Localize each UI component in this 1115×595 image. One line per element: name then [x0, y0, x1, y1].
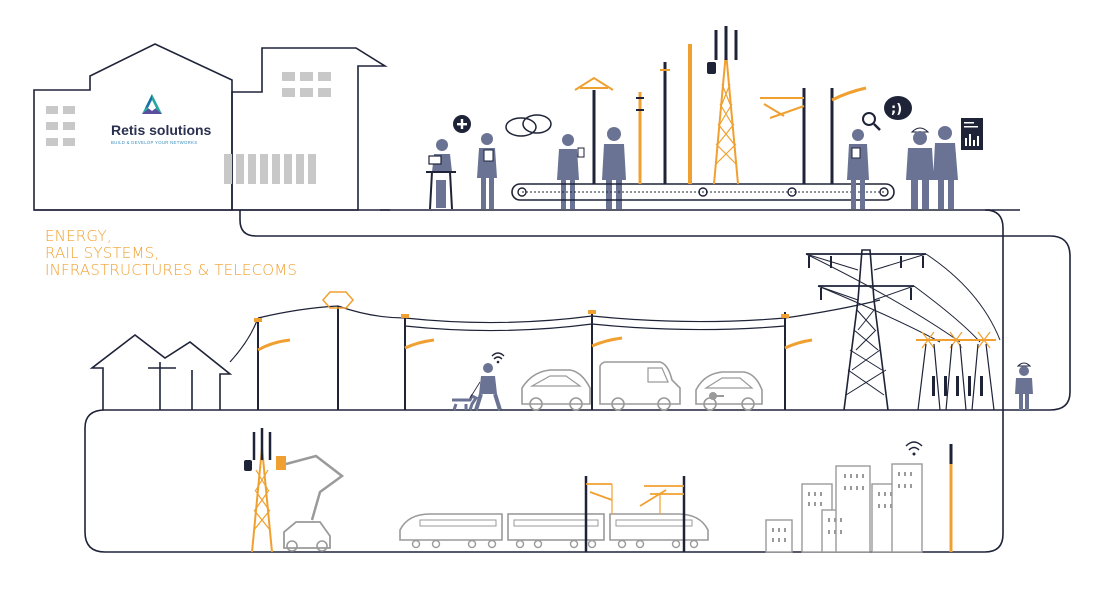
van [599, 361, 681, 411]
catenary-poles [584, 476, 686, 552]
magnifier-icon [862, 112, 881, 131]
brand-name: Retis solutions [111, 122, 212, 138]
headline-line-infra: INFRASTRUCTURES & TELECOMS [45, 261, 298, 279]
wifi-icon [491, 352, 505, 364]
headline-line-rail: RAIL SYSTEMS, [45, 244, 160, 262]
document-chart-icon [961, 118, 983, 150]
conveyor-belt [511, 183, 895, 201]
aerial-lift-truck [276, 454, 345, 552]
city-buildings [765, 463, 923, 553]
worker-standing [1015, 362, 1033, 410]
person-inspector [847, 129, 869, 209]
brand-logo: Retis solutions BUILD & DEVELOP YOUR NET… [111, 94, 212, 145]
substation [916, 331, 996, 411]
person-at-desk [426, 139, 456, 210]
power-line-network [229, 291, 881, 410]
hq-building [33, 43, 390, 211]
person-with-tablet [477, 133, 497, 209]
wifi-icon-city [905, 441, 923, 456]
electric-car [695, 371, 763, 411]
person-talking-left [557, 134, 585, 209]
person-engineer-2 [933, 126, 958, 209]
pole-samples [574, 44, 867, 184]
headline-line-energy: ENERGY, [45, 227, 112, 245]
telecom-tower [707, 26, 739, 185]
wink-bubble-icon: ;) [884, 96, 912, 120]
telecom-tower-bottom [244, 428, 273, 553]
person-engineer-helmet [906, 127, 934, 209]
train [399, 513, 709, 549]
brand-tagline: BUILD & DEVELOP YOUR NETWORKS [111, 140, 197, 145]
plus-icon [453, 115, 471, 133]
houses [89, 333, 233, 410]
ev-plug-icon [709, 392, 724, 400]
car-sedan [521, 369, 591, 411]
headline: ENERGY, RAIL SYSTEMS, INFRASTRUCTURES & … [45, 228, 297, 279]
high-voltage-pylon [805, 249, 1001, 411]
network-route-line [84, 209, 1071, 553]
building-windows [772, 472, 912, 542]
svg-text:;): ;) [891, 102, 902, 117]
speech-bubbles-icon [505, 114, 552, 137]
person-talking-right [602, 127, 626, 209]
person-walking-dog [452, 363, 502, 411]
